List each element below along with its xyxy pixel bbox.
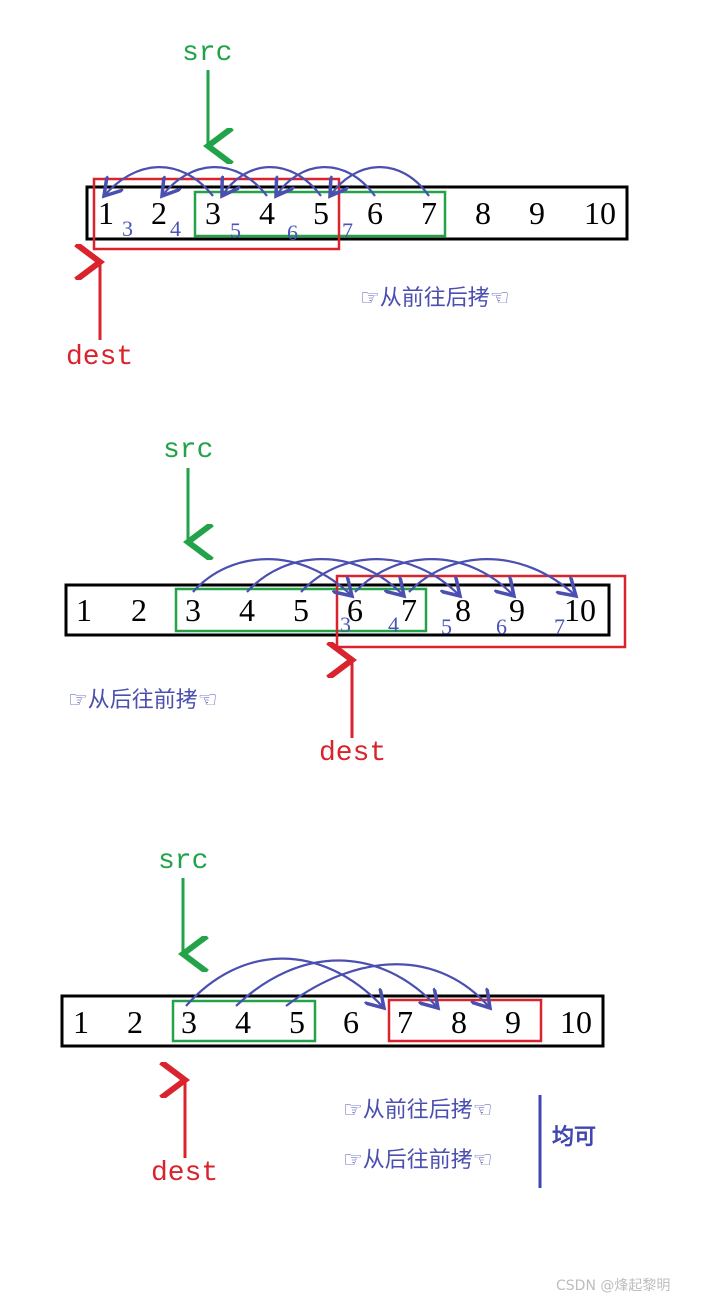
src-label: src: [158, 846, 208, 877]
svg-text:4: 4: [239, 592, 255, 628]
svg-text:5: 5: [289, 1004, 305, 1040]
src-label: src: [182, 38, 232, 69]
svg-text:3: 3: [181, 1004, 197, 1040]
svg-text:5: 5: [441, 614, 452, 639]
diagram-3: src 1 2 3 4 5 6 7 8 9 10 dest ☞从前往后拷☜ ☞从…: [60, 846, 605, 1189]
array-cells: 1 2 3 4 5 6 7 8 9 10: [98, 195, 616, 231]
copy-arcs: [192, 558, 576, 596]
svg-text:2: 2: [151, 195, 167, 231]
svg-text:1: 1: [73, 1004, 89, 1040]
svg-text:4: 4: [235, 1004, 251, 1040]
svg-text:3: 3: [340, 612, 351, 637]
svg-text:7: 7: [397, 1004, 413, 1040]
array-box: [60, 994, 605, 1048]
svg-text:8: 8: [451, 1004, 467, 1040]
svg-text:5: 5: [293, 592, 309, 628]
dest-label: dest: [319, 738, 386, 769]
array-box: [85, 185, 629, 241]
svg-text:8: 8: [455, 592, 471, 628]
svg-text:4: 4: [170, 216, 181, 241]
svg-text:5: 5: [230, 218, 241, 243]
svg-text:1: 1: [98, 195, 114, 231]
step-labels: 3 4 5 6 7: [340, 612, 565, 639]
dest-range-box: [92, 177, 341, 251]
svg-text:2: 2: [131, 592, 147, 628]
dest-range-box: [335, 574, 627, 649]
svg-text:9: 9: [529, 195, 545, 231]
svg-text:4: 4: [388, 612, 399, 637]
svg-text:6: 6: [347, 592, 363, 628]
src-label: src: [163, 435, 213, 466]
svg-text:2: 2: [127, 1004, 143, 1040]
svg-text:7: 7: [342, 218, 353, 243]
svg-text:7: 7: [401, 592, 417, 628]
svg-text:3: 3: [205, 195, 221, 231]
svg-text:3: 3: [122, 216, 133, 241]
svg-text:3: 3: [185, 592, 201, 628]
conclusion-label: 均可: [552, 1124, 596, 1150]
diagram-2: src 1 2 3 4 5 6 7 8 9 10 3 4 5 6: [64, 435, 627, 769]
direction-note-backward: ☞从后往前拷☜: [343, 1148, 492, 1173]
svg-text:4: 4: [259, 195, 275, 231]
svg-text:8: 8: [475, 195, 491, 231]
svg-text:9: 9: [509, 592, 525, 628]
svg-text:1: 1: [76, 592, 92, 628]
svg-text:9: 9: [505, 1004, 521, 1040]
diagram-1: src 1 2 3 4 5 6 7 8 9 10 3 4 5 6: [66, 38, 629, 373]
svg-text:10: 10: [564, 592, 596, 628]
svg-text:10: 10: [584, 195, 616, 231]
direction-note: ☞从后往前拷☜: [68, 688, 217, 713]
svg-text:6: 6: [367, 195, 383, 231]
dest-label: dest: [151, 1158, 218, 1189]
svg-text:6: 6: [287, 220, 298, 245]
svg-text:6: 6: [496, 614, 507, 639]
src-range-box: [193, 190, 447, 238]
svg-text:6: 6: [343, 1004, 359, 1040]
direction-note-forward: ☞从前往后拷☜: [343, 1098, 492, 1123]
dest-range-box: [387, 998, 543, 1043]
svg-text:5: 5: [313, 195, 329, 231]
svg-text:10: 10: [560, 1004, 592, 1040]
watermark: CSDN @烽起黎明: [556, 1278, 670, 1294]
array-cells: 1 2 3 4 5 6 7 8 9 10: [73, 1004, 592, 1040]
src-range-box: [171, 999, 317, 1043]
svg-text:7: 7: [421, 195, 437, 231]
copy-arcs: [104, 166, 430, 196]
dest-label: dest: [66, 342, 133, 373]
svg-text:7: 7: [554, 614, 565, 639]
step-labels: 3 4 5 6 7: [122, 216, 353, 245]
src-range-box: [174, 587, 428, 633]
copy-arcs: [185, 957, 490, 1008]
direction-note: ☞从前往后拷☜: [360, 286, 509, 311]
